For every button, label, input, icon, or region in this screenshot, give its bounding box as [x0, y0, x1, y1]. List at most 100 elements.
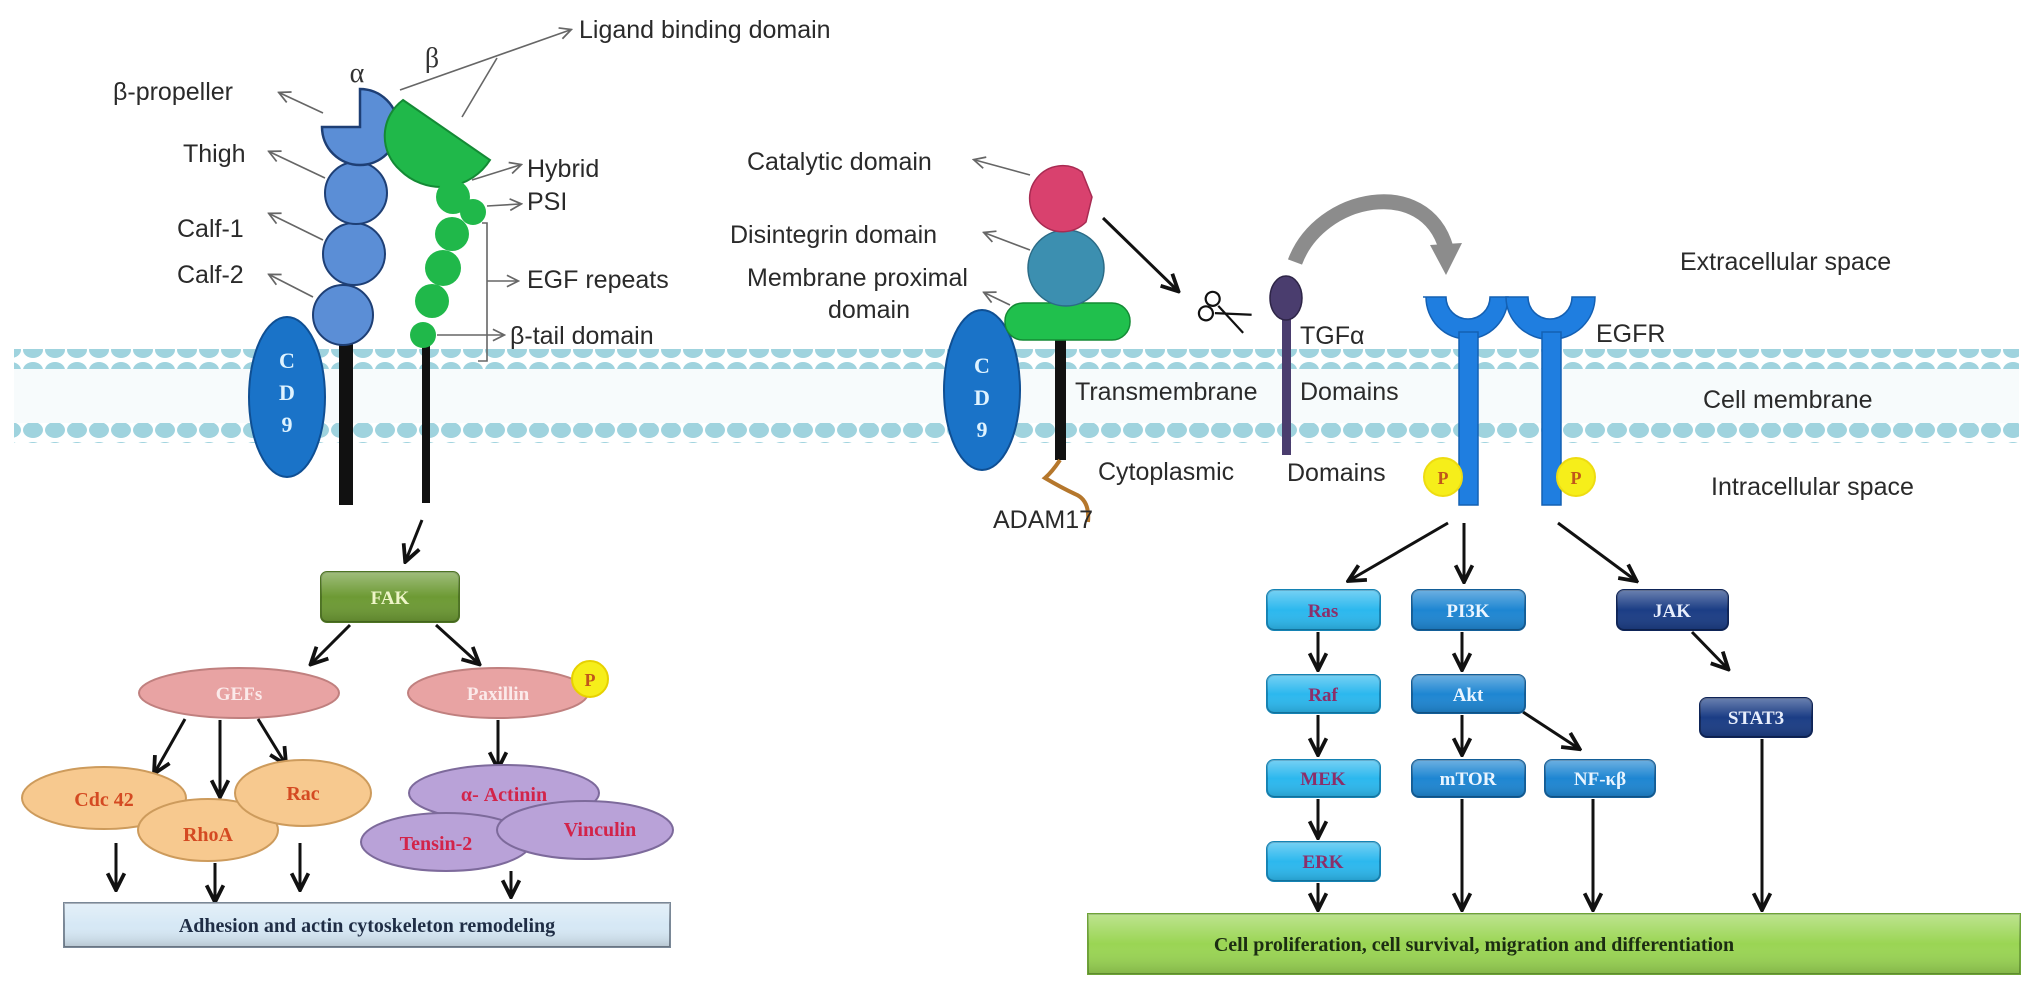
mtor-label: mTOR [1440, 769, 1497, 790]
membrane-inner-leaflet [14, 423, 2019, 443]
catalytic-pointer [975, 160, 1031, 176]
cd9-left: C D 9 [248, 316, 326, 478]
proximal-pointer [985, 293, 1011, 306]
tgfa-head [1269, 275, 1303, 321]
calf2-label: Calf-2 [177, 261, 244, 289]
egf-bracket [478, 222, 488, 362]
adhesion-outcome-box: Adhesion and actin cytoskeleton remodeli… [63, 902, 671, 948]
arrow-fak-paxillin [434, 623, 478, 663]
arrow-egfr-ras [1350, 521, 1449, 580]
erk-node: ERK [1266, 841, 1381, 882]
beta-label: β [425, 43, 439, 74]
stat3-label: STAT3 [1728, 708, 1784, 729]
mtor-node: mTOR [1411, 759, 1526, 798]
hybrid-sphere [436, 180, 470, 214]
focal-adhesion-proteins: α- Actinin Tensin-2 Vinculin [360, 764, 674, 872]
phospho-label: P [585, 670, 596, 690]
egfr-left-stalk [1458, 331, 1479, 506]
paxillin-node: Paxillin P [407, 660, 609, 719]
cdc42-label: Cdc 42 [74, 789, 133, 811]
mek-label: MEK [1300, 769, 1346, 790]
gefs-label: GEFs [216, 684, 262, 705]
egf-repeats-label: EGF repeats [527, 266, 669, 294]
cd9-letter: 9 [977, 417, 988, 442]
proliferation-outcome-box: Cell proliferation, cell survival, migra… [1087, 913, 2021, 975]
membrane-proximal-domain [1004, 302, 1131, 341]
egf-sphere [415, 284, 449, 318]
adam17-label: ADAM17 [993, 506, 1093, 534]
gefs-node: GEFs [138, 667, 340, 719]
thigh-pointer [270, 152, 326, 179]
cd9-letter: C [279, 348, 295, 373]
catalytic-label: Catalytic domain [747, 148, 932, 176]
adhesion-outcome-label: Adhesion and actin cytoskeleton remodeli… [179, 915, 555, 937]
beta-propeller-domain [320, 87, 400, 167]
paxillin-label: Paxillin [467, 684, 530, 705]
tgfa-stalk [1282, 310, 1291, 455]
beta-headpiece [383, 98, 492, 188]
egfr-label: EGFR [1596, 320, 1665, 348]
arrow-gefs-rac [256, 718, 285, 763]
mek-node: MEK [1266, 759, 1381, 798]
catalytic-domain [1028, 165, 1093, 233]
calf2-domain [312, 284, 374, 346]
cd9-right: C D 9 [943, 309, 1021, 471]
arrow-integrin-fak [406, 519, 424, 560]
proliferation-outcome-label: Cell proliferation, cell survival, migra… [1214, 934, 1734, 956]
jak-node: JAK [1616, 589, 1729, 631]
nfkb-node: NF-κβ [1544, 759, 1656, 798]
intracellular-label: Intracellular space [1711, 473, 1914, 501]
tgf-alpha: TGFα Domains Domains [1269, 194, 1462, 487]
alpha-stalk [339, 330, 353, 505]
disintegrin-label: Disintegrin domain [730, 221, 937, 249]
pi3k-label: PI3K [1446, 601, 1490, 622]
egf-sphere [435, 217, 469, 251]
phospho-label: P [1438, 468, 1449, 488]
tgfa-binding-arrow [1287, 194, 1454, 265]
egfr-phospho-right [1556, 457, 1596, 497]
phospho-badge [571, 660, 609, 698]
thigh-domain [324, 161, 388, 225]
rac-node [234, 759, 372, 827]
ligand-pointer [399, 30, 570, 91]
phospho-label: P [1571, 468, 1582, 488]
tgfa-domains-label-1: Domains [1300, 378, 1399, 406]
hybrid-pointer [471, 165, 520, 181]
adam17-cytoplasmic-tail [1041, 458, 1091, 523]
rhoa-node [137, 798, 279, 862]
integrin-pathway: FAK GEFs Paxillin P Cdc 42 RhoA Rac [21, 519, 674, 948]
rac-label: Rac [286, 783, 319, 805]
raf-label: Raf [1308, 685, 1338, 706]
stat3-node: STAT3 [1699, 697, 1813, 738]
fak-label: FAK [371, 588, 410, 609]
ligand-binding-label: Ligand binding domain [579, 16, 831, 44]
proximal-label-line2: domain [828, 296, 910, 324]
nfkb-label: NF-κβ [1574, 769, 1626, 790]
egfr-right-cup [1505, 296, 1596, 341]
tgfa-binding-arrowhead [1430, 243, 1462, 275]
cd9-letter: 9 [282, 412, 293, 437]
raf-node: Raf [1266, 674, 1381, 714]
actinin-label: α- Actinin [461, 784, 547, 806]
extracellular-label: Extracellular space [1680, 248, 1891, 276]
cytoplasmic-label: Cytoplasmic [1098, 458, 1234, 486]
jak-label: JAK [1653, 601, 1691, 622]
egfr-pathway: Ras Raf MEK ERK PI3K Akt [1087, 521, 2021, 975]
vinculin-label: Vinculin [564, 819, 637, 841]
pi3k-node: PI3K [1411, 589, 1526, 631]
cd9-letter: C [974, 353, 990, 378]
cdc42-node [21, 766, 187, 830]
egfr: P P EGFR [1423, 296, 1665, 506]
psi-label: PSI [527, 188, 567, 216]
calf2-pointer [270, 275, 314, 298]
arrow-egfr-jak [1557, 521, 1635, 580]
erk-label: ERK [1302, 852, 1343, 873]
calf1-pointer [270, 214, 324, 241]
beta-stalk [422, 335, 430, 503]
ras-label: Ras [1308, 601, 1339, 622]
ras-node: Ras [1266, 589, 1381, 631]
calf1-domain [322, 222, 386, 286]
hybrid-label: Hybrid [527, 155, 599, 183]
cd9-letter: D [279, 380, 295, 405]
